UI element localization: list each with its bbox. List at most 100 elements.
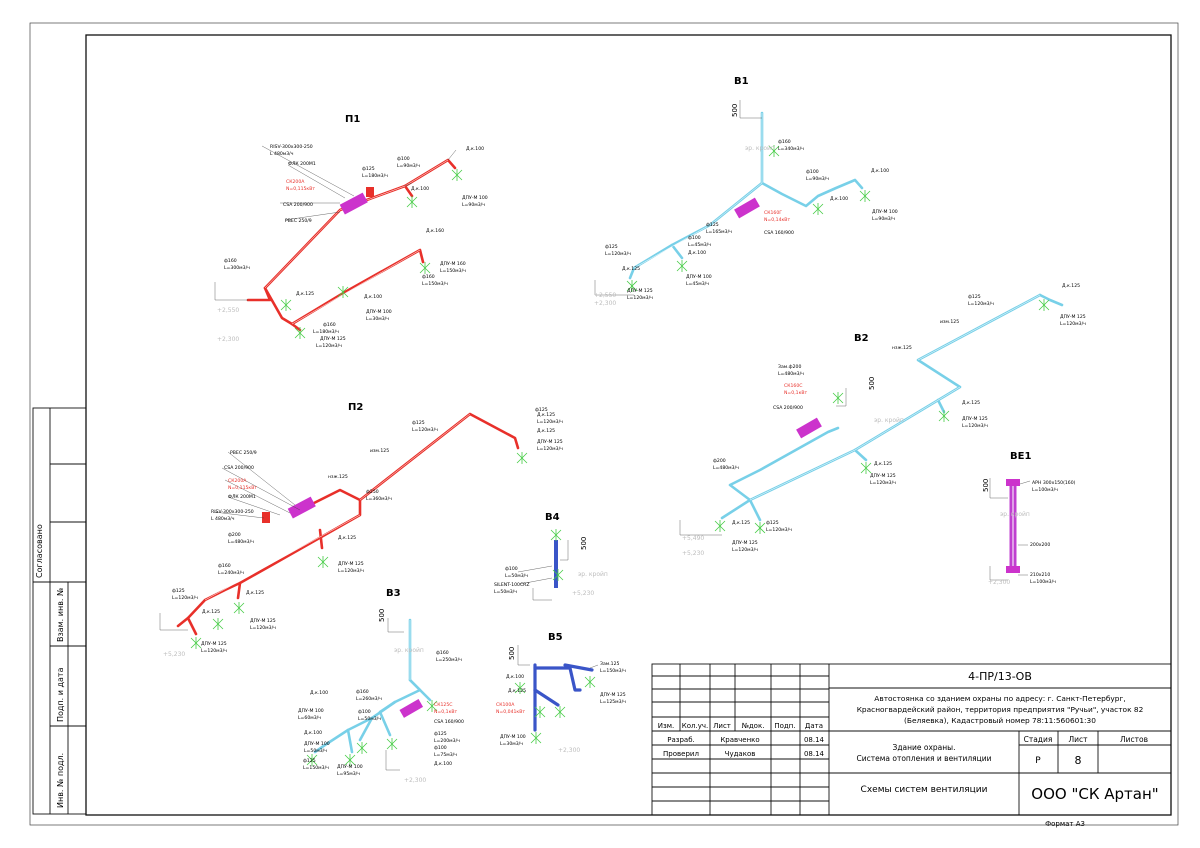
b1-title: В1 — [734, 76, 749, 87]
b1-l165: L=165м3/ч — [706, 229, 732, 235]
b1-l90: L=90м3/ч — [806, 176, 829, 182]
b3-l260: L=260м3/ч — [356, 696, 382, 702]
p2-d125: ф125 — [412, 420, 425, 426]
b2-d125: ф125 — [968, 294, 981, 300]
b1-l45: L=45м3/ч — [688, 242, 711, 248]
row2-name: Чудаков — [725, 750, 756, 758]
p1-d125: ф125 — [362, 166, 375, 172]
p1-dpu100c: ДПУ-М 100 — [366, 309, 392, 315]
b1-l340: L=340м3/ч — [778, 146, 804, 152]
p1-title: П1 — [345, 114, 360, 125]
b3-h: 500 — [378, 609, 386, 622]
row1-role: Разраб. — [667, 736, 695, 744]
be1-elev: +2,300 — [988, 579, 1010, 586]
b3-dpu100-l: L=60м3/ч — [298, 715, 321, 721]
p2-l120: L=120м3/ч — [412, 427, 438, 433]
p1-dpu125: ДПУ-М 125 — [320, 336, 346, 342]
p2-risv: RISV-300x300-250 — [211, 509, 254, 515]
b5-ck-n: N=0,041кВт — [496, 709, 525, 715]
side-agreed: Согласовано — [35, 524, 44, 578]
p2-d125-right: ф125 — [535, 407, 548, 413]
b1-d125b: ф125 — [605, 244, 618, 250]
b3-wm: эр. кройп — [394, 647, 424, 654]
b3-l75: L=75м3/ч — [434, 752, 457, 758]
b5-l150: L=150м3/ч — [600, 668, 626, 674]
b4-l50b: L=50м3/ч — [494, 589, 517, 595]
b3-l250: L=250м3/ч — [436, 657, 462, 663]
side-podp: Подп. и дата — [56, 667, 65, 722]
b4-h: 500 — [580, 537, 588, 550]
be1-l100: L=100м3/ч — [1032, 487, 1058, 493]
b3-dpu100c-l: L=95м3/ч — [337, 771, 360, 777]
b2-ck: СК160С — [784, 383, 802, 389]
b5-elev: +2,300 — [558, 747, 580, 754]
p1-l300: L=300м3/ч — [224, 265, 250, 271]
hdr-podp: Подп. — [774, 722, 795, 730]
b3-d160b: ф160 — [356, 689, 369, 695]
p2-l120-right: L=120м3/ч — [537, 419, 563, 425]
p1-d160: ф160 — [224, 258, 237, 264]
b1-ck-n: N=0,14кВт — [764, 217, 790, 223]
p1-grille — [366, 187, 374, 197]
system-b3: В3 500 эр. кройп ф160 L=250м3/ч Д.к.100 … — [298, 588, 464, 784]
b5-h: 500 — [508, 647, 516, 660]
b2-wm: эр. кройп — [874, 417, 904, 424]
p2-grille — [262, 512, 270, 523]
doc-code: 4-ПР/13-ОВ — [968, 670, 1032, 683]
b3-dk100: Д.к.100 — [310, 690, 328, 696]
b2-d200x: Зам.ф200 — [778, 364, 801, 370]
b2-l480b: L=480м3/ч — [713, 465, 739, 471]
p2-fk: ФЛК 200М1 — [228, 494, 256, 500]
b3-d100b: ф100 — [434, 745, 447, 751]
p2-dk125c: Д.к.125 — [202, 609, 220, 615]
p2-l360: L=360м3/ч — [366, 496, 392, 502]
b2-elev1: +5,490 — [682, 535, 704, 542]
b3-elev: +2,300 — [404, 777, 426, 784]
b4-l50: L=50м3/ч — [505, 573, 528, 579]
system-p2: П2 PBEC 250/9 CSA 200/900 СК200А — [159, 402, 563, 658]
p2-nzh125: нзж.125 — [328, 474, 348, 480]
p2-csa: CSA 200/900 — [224, 465, 254, 471]
p1-ck-n: N=0,115кВт — [286, 186, 315, 192]
b3-d125: ф125 — [434, 731, 447, 737]
sheet-value: 8 — [1075, 754, 1082, 767]
be1-l100b: L=100м3/ч — [1030, 579, 1056, 585]
p2-dpu125a-l: L=120м3/ч — [537, 446, 563, 452]
b2-dpu125d: ДПУ-М 125 — [732, 540, 758, 546]
hdr-izm: Изм. — [658, 722, 674, 730]
b5-dpu100-l: L=30м3/ч — [500, 741, 523, 747]
stage-header: Стадия — [1024, 735, 1053, 744]
p1-dpu-l: L=90м3/ч — [462, 202, 485, 208]
p1-csa: CSA 200/900 — [283, 202, 313, 208]
b3-dpu100: ДПУ-М 100 — [298, 708, 324, 714]
p1-dpu125-l: L=120м3/ч — [316, 343, 342, 349]
system-be1: ВЕ1 500 АРН 300x150(160) L=100м3/ч эр. к… — [982, 451, 1076, 586]
p1-risv-l: L 480м3/ч — [270, 151, 294, 157]
p1-dk125: Д.к.125 — [296, 291, 314, 297]
system-b5: В5 500 Д.к.100 Д.к.125 Зам.125 L=150м3/ч… — [496, 632, 626, 754]
p1-risv: RISV-300x300-250 — [270, 144, 313, 150]
b1-dpu100b-l: L=45м3/ч — [686, 281, 709, 287]
be1-cap — [1006, 479, 1020, 486]
p1-ck: СК200А — [286, 179, 305, 185]
b2-l120: L=120м3/ч — [968, 301, 994, 307]
p1-elev2: +2,300 — [217, 336, 239, 343]
p2-dpu125c: ДПУ-М 125 — [250, 618, 276, 624]
p2-dk125b: Д.к.125 — [338, 535, 356, 541]
p1-filter-box — [339, 192, 368, 215]
b3-ck: СК125С — [434, 702, 452, 708]
p2-tm125: изм.125 — [370, 448, 389, 454]
company-name: ООО "СК Артан" — [1031, 785, 1158, 803]
side-inv: Инв. № подл. — [56, 753, 65, 808]
object-line-2: Система отопления и вентиляции — [857, 754, 992, 763]
system-p1: П1 RISV-300x300-250 L 48 — [214, 114, 488, 349]
p1-dpu160-l: L=150м3/ч — [440, 268, 466, 274]
be1-h: 500 — [982, 479, 990, 492]
p1-d100: ф100 — [397, 156, 410, 162]
project-line-3: (Беляевка), Кадастровый номер 78:11:5606… — [904, 716, 1096, 725]
b2-dk125d: Д.к.125 — [732, 520, 750, 526]
p1-l90: L=90м3/ч — [397, 163, 420, 169]
b2-dk125c: Д.к.125 — [874, 461, 892, 467]
b1-ck: СК160Г — [764, 210, 782, 216]
